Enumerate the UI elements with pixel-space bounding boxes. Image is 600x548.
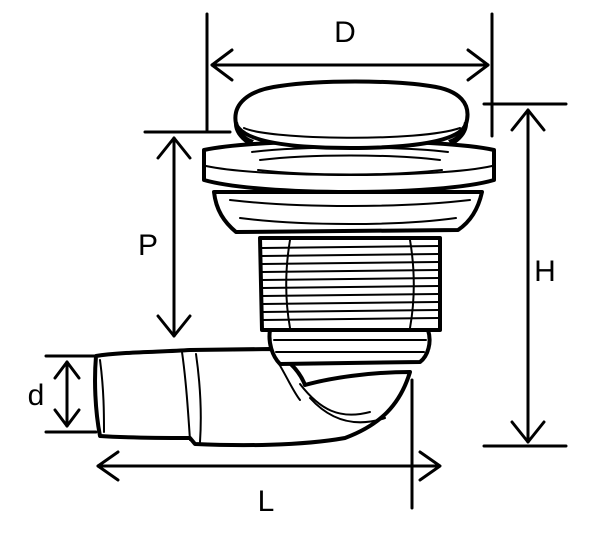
mushroom-cap [233,79,470,150]
flange [202,139,496,234]
d-arrowhead-left [210,48,234,82]
locking-nut [267,328,432,366]
dimension-label-D: D [334,16,356,49]
dimension-label-P: P [138,229,158,262]
l-arrowhead-right [418,450,442,482]
p-arrowhead-top [156,136,192,160]
elbow-hose-barb [93,347,412,448]
l-arrowhead-left [96,450,120,482]
dimension-d-small: d [28,354,98,434]
h-arrowhead-bottom [510,420,546,444]
dimension-H: H [482,102,568,448]
d-arrowhead-right [466,48,490,82]
p-arrowhead-bottom [156,314,192,338]
h-arrowhead-top [510,108,546,132]
dimension-label-d: d [28,379,45,412]
threaded-body [258,236,442,332]
dimension-P: P [138,130,232,338]
dsmall-arrowhead-top [53,360,81,380]
elbow-fitting-drawing [93,79,496,448]
dimension-label-L: L [258,485,275,518]
dimension-L: L [96,378,442,518]
dsmall-arrowhead-bottom [53,408,81,428]
dimension-label-H: H [534,255,556,288]
dimension-D: D [205,12,494,138]
